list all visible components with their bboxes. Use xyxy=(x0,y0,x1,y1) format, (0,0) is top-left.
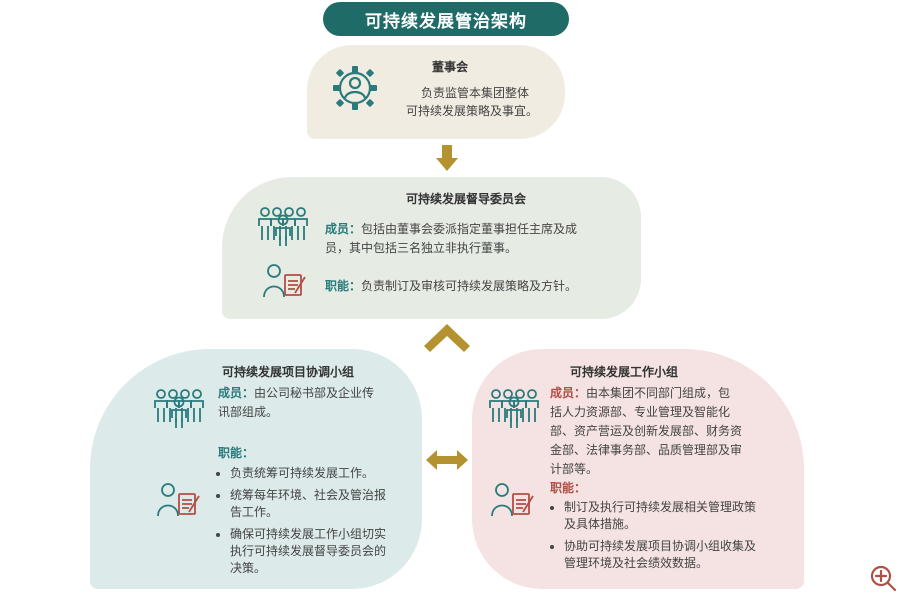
work-group-duties-label: 职能： xyxy=(550,481,587,495)
coord-group-card xyxy=(90,349,422,589)
committee-duties: 职能：负责制订及审核可持续发展策略及方针。 xyxy=(325,277,625,296)
committee-members: 成员：包括由董事会委派指定董事担任主席及成 员，其中包括三名独立非执行董事。 xyxy=(325,220,625,258)
gear-person-icon xyxy=(331,64,379,112)
coord-duty-item: 确保可持续发展工作小组切实执行可持续发展督导委员会的决策。 xyxy=(230,526,390,577)
person-document-icon xyxy=(157,482,201,518)
coord-group-members-label: 成员： xyxy=(218,386,255,400)
arrow-down-icon xyxy=(436,145,458,175)
committee-members-line1: 包括由董事会委派指定董事担任主席及成 xyxy=(361,222,578,236)
zoom-in-icon[interactable] xyxy=(869,564,897,596)
work-group-members-text: 由本集团不同部门组成，包括人力资源部、专业管理及智能化部、资产营运及创新发展部、… xyxy=(550,386,743,476)
work-group-members: 成员：由本集团不同部门组成，包括人力资源部、专业管理及智能化部、资产营运及创新发… xyxy=(550,384,742,479)
work-group-card xyxy=(472,349,804,589)
work-duty-item: 协助可持续发展项目协调小组收集及管理环境及社会绩效数据。 xyxy=(564,538,760,572)
work-group-members-label: 成员： xyxy=(550,386,587,400)
committee-duties-label: 职能： xyxy=(325,279,362,293)
coord-group-members: 成员：由公司秘书部及企业传 讯部组成。 xyxy=(218,384,398,422)
committee-heading: 可持续发展督导委员会 xyxy=(405,192,526,206)
coord-group-members-line2: 讯部组成。 xyxy=(218,405,279,419)
committee-members-line2: 员，其中包括三名独立非执行董事。 xyxy=(325,241,518,255)
coord-group-duties-label: 职能： xyxy=(218,446,255,460)
coord-group-members-line1: 由公司秘书部及企业传 xyxy=(254,386,375,400)
board-heading: 董事会 xyxy=(431,60,468,74)
coord-duty-item: 负责统筹可持续发展工作。 xyxy=(230,465,390,482)
page-title: 可持续发展管治架构 xyxy=(323,2,569,36)
work-group-heading: 可持续发展工作小组 xyxy=(570,365,679,379)
board-desc-line2: 可持续发展策略及事宜。 xyxy=(405,104,538,118)
work-duty-item: 制订及执行可持续发展相关管理政策及具体措施。 xyxy=(564,499,760,533)
team-icon xyxy=(152,388,208,428)
person-document-icon xyxy=(263,263,307,299)
coord-duty-item: 统筹每年环境、社会及管治报告工作。 xyxy=(230,487,390,521)
coord-group-duties-list: 负责统筹可持续发展工作。 统筹每年环境、社会及管治报告工作。 确保可持续发展工作… xyxy=(214,465,390,582)
person-document-icon xyxy=(491,482,535,518)
committee-members-label: 成员： xyxy=(325,222,362,236)
work-group-duties-list: 制订及执行可持续发展相关管理政策及具体措施。 协助可持续发展项目协调小组收集及管… xyxy=(548,499,760,577)
double-arrow-icon xyxy=(426,450,468,474)
board-desc-line1: 负责监管本集团整体 xyxy=(420,86,529,100)
team-icon xyxy=(487,388,543,428)
coord-group-heading: 可持续发展项目协调小组 xyxy=(222,365,355,379)
arrow-split-icon xyxy=(424,324,470,358)
team-icon xyxy=(256,206,312,246)
committee-duties-text: 负责制订及审核可持续发展策略及方针。 xyxy=(361,279,578,293)
